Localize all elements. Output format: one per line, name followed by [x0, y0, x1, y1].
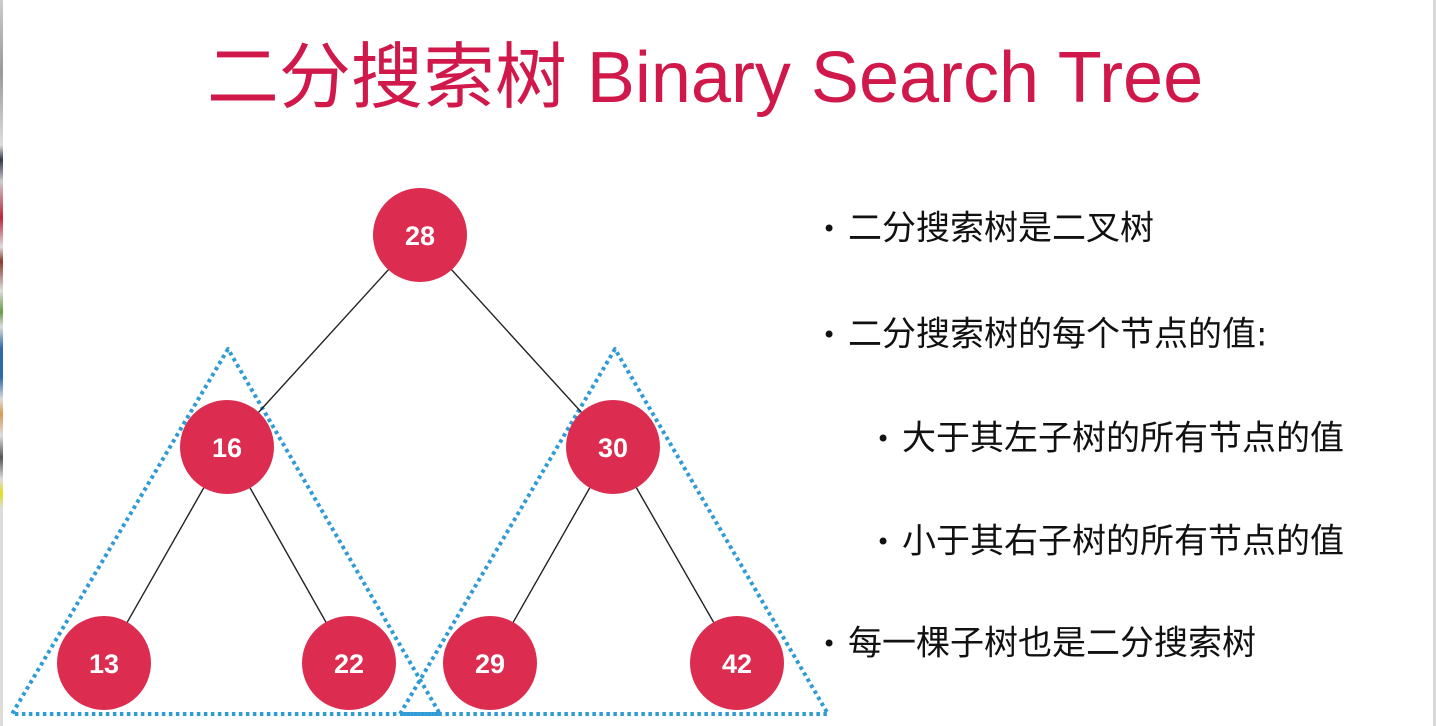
left-edge-strip — [0, 0, 3, 726]
tree-node-30: 30 — [566, 400, 660, 494]
bullet-marker: • — [822, 629, 837, 658]
bst-diagram: 28 16 30 13 22 29 42 — [10, 188, 830, 716]
tree-node-29: 29 — [443, 616, 537, 710]
node-value: 28 — [405, 221, 435, 251]
tree-node-28: 28 — [373, 188, 467, 282]
bullet-text: 小于其右子树的所有节点的值 — [902, 521, 1344, 562]
left-subtree-outline — [10, 347, 442, 716]
bullet-text: 大于其左子树的所有节点的值 — [902, 418, 1344, 459]
bullet-text: 每一棵子树也是二分搜索树 — [848, 623, 1256, 664]
tree-node-22: 22 — [302, 616, 396, 710]
tree-node-16: 16 — [180, 400, 274, 494]
edge-28-30 — [419, 234, 614, 448]
node-value: 13 — [89, 649, 119, 679]
bullet-item-bst-is-binary-tree: • 二分搜索树是二叉树 — [822, 207, 1154, 249]
tree-node-42: 42 — [690, 616, 784, 710]
right-subtree-outline — [398, 347, 830, 716]
bullet-marker: • — [822, 214, 837, 243]
bullet-text: 二分搜索树的每个节点的值: — [848, 314, 1268, 355]
bullet-marker: • — [876, 424, 891, 453]
node-value: 29 — [475, 649, 505, 679]
bullet-text: 二分搜索树是二叉树 — [848, 208, 1154, 249]
tree-node-13: 13 — [57, 616, 151, 710]
bullet-marker: • — [822, 320, 837, 349]
slide-title: 二分搜索树 Binary Search Tree — [206, 38, 1204, 118]
bullet-marker: • — [876, 527, 891, 556]
node-value: 16 — [212, 433, 242, 463]
subtree-highlights — [10, 347, 830, 716]
edge-28-16 — [226, 234, 421, 448]
bullet-list: • 二分搜索树是二叉树 • 二分搜索树的每个节点的值: • 大于其左子树的所有节点的值… — [820, 0, 1436, 726]
bullet-item-greater-than-left: • 大于其左子树的所有节点的值 — [876, 417, 1344, 459]
node-value: 30 — [598, 433, 628, 463]
node-value: 42 — [722, 649, 752, 679]
right-edge-strip — [1433, 0, 1436, 726]
bullet-item-subtree-is-bst: • 每一棵子树也是二分搜索树 — [822, 622, 1256, 664]
node-value: 22 — [334, 649, 364, 679]
bullet-item-node-value-rule: • 二分搜索树的每个节点的值: — [822, 313, 1267, 355]
bullet-item-less-than-right: • 小于其右子树的所有节点的值 — [876, 520, 1344, 562]
